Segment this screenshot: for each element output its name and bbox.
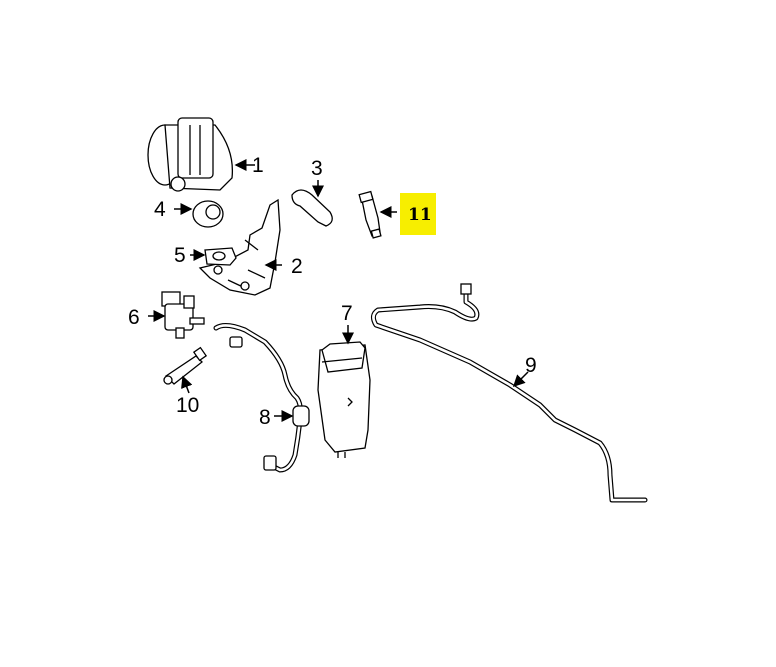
callout-8[interactable]: 8: [259, 406, 271, 429]
part-11-valve[interactable]: [358, 190, 382, 239]
part-6-solenoid[interactable]: [161, 291, 205, 339]
callout-5[interactable]: 5: [174, 244, 186, 267]
part-5-gasket[interactable]: [204, 247, 237, 266]
callout-11-highlight: [400, 193, 436, 235]
part-3-hose[interactable]: [291, 189, 333, 227]
callout-11[interactable]: 11: [408, 205, 432, 225]
callout-10[interactable]: 10: [176, 394, 199, 417]
part-7-canister[interactable]: [317, 341, 371, 458]
part-4-valve[interactable]: [192, 200, 224, 228]
callout-4[interactable]: 4: [154, 198, 166, 221]
callout-7[interactable]: 7: [341, 302, 353, 325]
part-2-bracket[interactable]: [198, 198, 281, 296]
callout-1[interactable]: 1: [252, 154, 264, 177]
part-10-valve[interactable]: [163, 346, 208, 385]
callout-2[interactable]: 2: [291, 255, 303, 278]
callout-9[interactable]: 9: [525, 354, 537, 377]
callout-3[interactable]: 3: [311, 157, 323, 180]
part-8-hose[interactable]: [213, 322, 310, 473]
callout-6[interactable]: 6: [128, 306, 140, 329]
part-1-air-pump[interactable]: [147, 117, 234, 192]
part-9-line[interactable]: [370, 283, 648, 503]
